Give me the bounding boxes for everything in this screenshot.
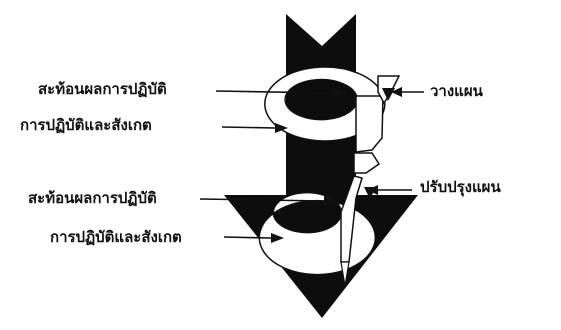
label-act-observe-top: การปฏิบัติและสังเกต bbox=[20, 116, 152, 134]
label-revise-plan: ปรับปรุงแผน bbox=[420, 178, 501, 196]
label-plan: วางแผน bbox=[430, 82, 483, 100]
label-act-observe-bottom: การปฏิบัติและสังเกต bbox=[50, 228, 182, 246]
label-reflect-top: สะท้อนผลการปฏิบัติ bbox=[38, 80, 167, 98]
spiral-connector bbox=[354, 153, 379, 173]
upper-spiral-ribbon bbox=[356, 96, 383, 152]
label-reflect-bottom: สะท้อนผลการปฏิบัติ bbox=[28, 189, 157, 207]
